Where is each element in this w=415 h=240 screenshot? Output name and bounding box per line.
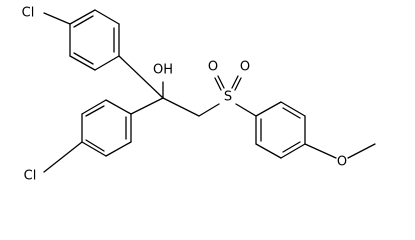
methoxyphenyl-ring xyxy=(255,101,306,159)
quaternary-to-upper-ring-bond xyxy=(118,55,164,99)
sulfonyl-double-bonds xyxy=(214,75,242,91)
molecule-diagram: Cl Cl OH S O O O xyxy=(22,6,376,184)
aryl-o-bond xyxy=(304,143,337,159)
upper-chlorophenyl-ring xyxy=(69,9,120,71)
sulfur-label: S xyxy=(224,90,232,105)
upper-c-cl-bond xyxy=(43,12,71,25)
s-to-aryl-bond xyxy=(235,103,257,117)
o-methyl-bond xyxy=(347,143,376,159)
lower-c-cl-bond xyxy=(43,141,83,173)
lower-chlorophenyl-ring xyxy=(81,99,132,157)
hydroxyl-label: OH xyxy=(153,63,173,78)
chlorine-top-label: Cl xyxy=(22,6,35,21)
chlorine-bottom-label: Cl xyxy=(24,169,37,184)
structure-canvas: Cl Cl OH S O O O xyxy=(22,6,376,184)
quaternary-to-lower-ring-bond xyxy=(130,97,164,115)
sulfonyl-oxygen-right-label: O xyxy=(240,60,250,75)
c-ch2-bond xyxy=(162,97,200,117)
sulfonyl-oxygen-left-label: O xyxy=(208,60,218,75)
methoxy-oxygen-label: O xyxy=(337,155,347,170)
ch2-s-bond xyxy=(198,103,220,117)
